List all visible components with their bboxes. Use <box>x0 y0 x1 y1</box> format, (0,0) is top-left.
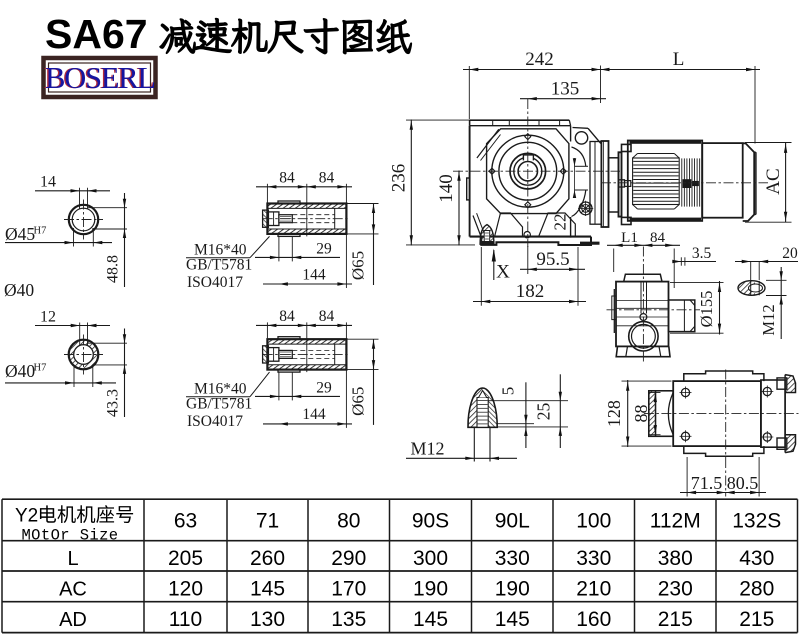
svg-text:84: 84 <box>279 169 295 186</box>
svg-text:380: 380 <box>658 547 693 570</box>
svg-text:63: 63 <box>174 510 197 533</box>
svg-text:236: 236 <box>389 164 410 193</box>
svg-text:205: 205 <box>168 547 203 570</box>
svg-text:Y2: Y2 <box>15 506 38 527</box>
svg-text:300: 300 <box>413 547 448 570</box>
svg-text:BOSERL: BOSERL <box>45 61 155 95</box>
svg-text:71: 71 <box>256 510 279 533</box>
svg-text:48.8: 48.8 <box>105 255 122 283</box>
svg-text:84: 84 <box>650 230 666 246</box>
svg-text:3.5: 3.5 <box>692 245 712 262</box>
svg-text:430: 430 <box>739 547 774 570</box>
svg-text:145: 145 <box>250 578 285 601</box>
svg-text:12: 12 <box>40 309 56 326</box>
svg-text:M12: M12 <box>759 304 778 335</box>
svg-text:H7: H7 <box>34 226 47 237</box>
svg-text:135: 135 <box>551 79 580 100</box>
svg-text:290: 290 <box>331 547 366 570</box>
svg-text:L1: L1 <box>621 230 638 246</box>
svg-text:25: 25 <box>534 403 554 421</box>
svg-text:84: 84 <box>279 308 295 325</box>
svg-text:210: 210 <box>576 578 611 601</box>
svg-text:ISO4017: ISO4017 <box>187 413 243 430</box>
svg-text:330: 330 <box>495 547 530 570</box>
svg-text:GB/T5781: GB/T5781 <box>186 257 252 274</box>
svg-text:Ø65: Ø65 <box>349 251 368 280</box>
svg-text:SA67: SA67 <box>45 11 148 57</box>
svg-text:170: 170 <box>331 578 366 601</box>
svg-text:M16*40: M16*40 <box>194 242 247 259</box>
svg-text:L: L <box>673 49 685 70</box>
svg-text:280: 280 <box>739 578 774 601</box>
svg-text:ISO4017: ISO4017 <box>187 274 243 291</box>
svg-text:182: 182 <box>516 281 545 302</box>
svg-text:110: 110 <box>169 608 202 631</box>
svg-text:130: 130 <box>250 608 285 631</box>
svg-text:Ø40: Ø40 <box>5 361 35 381</box>
svg-text:90S: 90S <box>412 510 449 533</box>
svg-text:145: 145 <box>495 608 530 631</box>
svg-text:140: 140 <box>436 174 457 203</box>
svg-text:190: 190 <box>413 578 448 601</box>
svg-text:88: 88 <box>631 405 651 423</box>
svg-text:100: 100 <box>576 510 611 533</box>
svg-text:135: 135 <box>331 608 366 631</box>
svg-text:230: 230 <box>658 578 693 601</box>
svg-text:84: 84 <box>319 308 335 325</box>
svg-text:AC: AC <box>763 168 784 194</box>
svg-text:14: 14 <box>40 174 56 191</box>
svg-text:Ø40: Ø40 <box>4 280 34 300</box>
svg-text:128: 128 <box>604 400 624 427</box>
svg-text:215: 215 <box>739 608 774 631</box>
svg-text:80.5: 80.5 <box>727 473 759 493</box>
svg-text:145: 145 <box>413 608 448 631</box>
svg-text:29: 29 <box>316 379 332 396</box>
svg-text:H7: H7 <box>34 363 47 374</box>
svg-text:160: 160 <box>576 608 611 631</box>
svg-text:84: 84 <box>319 169 335 186</box>
svg-text:Ø45: Ø45 <box>5 224 35 244</box>
svg-text:144: 144 <box>302 266 326 283</box>
svg-text:20: 20 <box>782 245 798 262</box>
svg-text:AC: AC <box>59 579 87 601</box>
svg-text:132S: 132S <box>732 510 781 533</box>
svg-text:M12: M12 <box>410 439 444 459</box>
svg-text:5: 5 <box>499 387 518 396</box>
svg-text:29: 29 <box>316 240 332 257</box>
svg-text:260: 260 <box>250 547 285 570</box>
svg-text:90L: 90L <box>495 510 530 533</box>
svg-text:80: 80 <box>337 510 360 533</box>
svg-text:22: 22 <box>551 214 570 231</box>
svg-text:215: 215 <box>658 608 693 631</box>
svg-text:L: L <box>67 548 78 570</box>
svg-text:M16*40: M16*40 <box>194 381 247 398</box>
svg-text:120: 120 <box>168 578 203 601</box>
svg-text:242: 242 <box>525 49 554 70</box>
svg-text:MOtOr Size: MOtOr Size <box>21 527 118 545</box>
svg-text:43.3: 43.3 <box>105 389 122 417</box>
svg-text:112M: 112M <box>650 510 701 533</box>
svg-text:144: 144 <box>302 406 326 423</box>
svg-text:190: 190 <box>495 578 530 601</box>
svg-text:AD: AD <box>59 609 87 631</box>
svg-text:95.5: 95.5 <box>536 249 569 270</box>
svg-text:Ø155: Ø155 <box>697 291 716 328</box>
svg-text:GB/T5781: GB/T5781 <box>186 396 252 413</box>
svg-text:X: X <box>496 262 510 283</box>
svg-text:Ø65: Ø65 <box>349 387 368 416</box>
svg-text:330: 330 <box>576 547 611 570</box>
svg-text:71.5: 71.5 <box>691 473 723 493</box>
